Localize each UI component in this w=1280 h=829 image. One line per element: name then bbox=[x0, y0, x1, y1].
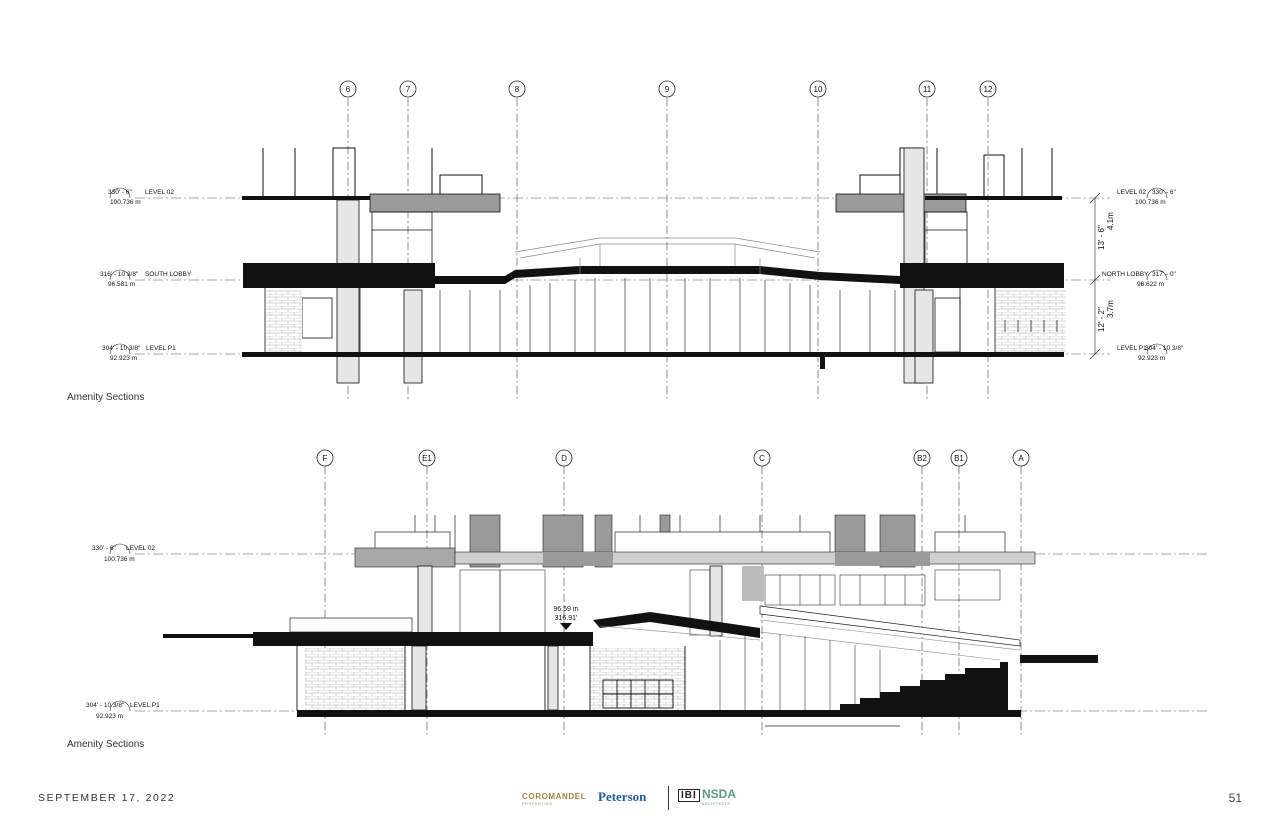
grid-label-E1: E1 bbox=[422, 454, 432, 463]
grid-bubble-8 bbox=[508, 80, 526, 98]
grid-bubble-B1 bbox=[950, 449, 968, 467]
grid-bubble-6 bbox=[339, 80, 357, 98]
grid-bubble-9 bbox=[658, 80, 676, 98]
grid-label-F: F bbox=[323, 454, 328, 463]
bottom-section: F E1 D C B2 B1 A bbox=[86, 449, 1210, 735]
top-l-p1-name: LEVEL P1 bbox=[146, 345, 176, 352]
grid-label-A: A bbox=[1018, 454, 1024, 463]
bottom-l-p1-elev: 304' - 10 3/8" bbox=[86, 702, 125, 709]
top-l-level02-name: LEVEL 02 bbox=[145, 189, 174, 196]
south-lobby-slab bbox=[243, 263, 435, 288]
grid-label-C: C bbox=[759, 454, 765, 463]
top-r-p1-name: LEVEL P1 bbox=[1117, 345, 1147, 352]
stair bbox=[840, 668, 1000, 711]
dim-upper-imperial: 13' - 6" bbox=[1097, 225, 1106, 250]
grid-label-10: 10 bbox=[814, 85, 823, 94]
top-dimension-string bbox=[1089, 192, 1101, 360]
peterson-logo: Peterson bbox=[598, 789, 647, 804]
grid-label-B2: B2 bbox=[917, 454, 927, 463]
top-r-lobby-metric: 96.622 m bbox=[1137, 281, 1164, 288]
top-l-level02-elev: 330' - 6" bbox=[108, 189, 132, 196]
dim-lower-metric: 3.7m bbox=[1106, 300, 1115, 318]
page-number: 51 bbox=[1228, 791, 1242, 805]
level-p1-slab-top bbox=[242, 352, 1064, 357]
footer-logos: COROMANDEL PROPERTIES Peterson IBI NSDA … bbox=[522, 786, 736, 810]
bottom-section-caption: Amenity Sections bbox=[67, 739, 145, 750]
logo-separator bbox=[668, 786, 669, 810]
bottom-l-p1-name: LEVEL P1 bbox=[130, 702, 160, 709]
footer-date: SEPTEMBER 17, 2022 bbox=[38, 792, 176, 804]
bottom-l-level02-name: LEVEL 02 bbox=[126, 545, 155, 552]
grid-bubble-C bbox=[753, 449, 771, 467]
grid-label-7: 7 bbox=[406, 85, 411, 94]
coromandel-logo-sub: PROPERTIES bbox=[522, 802, 553, 806]
grid-bubble-D bbox=[555, 449, 573, 467]
bottom-p1-slab bbox=[297, 710, 1021, 717]
top-l-lobby-elev: 316' - 10 3/8" bbox=[100, 271, 139, 278]
top-r-lobby-name: NORTH LOBBY bbox=[1102, 271, 1149, 278]
nsda-logo-sub: ARCHITECTS bbox=[702, 802, 731, 806]
top-l-p1-metric: 92.923 m bbox=[110, 355, 137, 362]
top-r-p1-elev: 304' - 10 3/8" bbox=[1145, 345, 1184, 352]
grid-label-11: 11 bbox=[923, 85, 932, 94]
top-r-lobby-elev: 317' - 0" bbox=[1152, 271, 1176, 278]
bottom-l-level02-metric: 100.736 m bbox=[104, 556, 135, 563]
north-lobby-slab bbox=[900, 263, 1064, 288]
top-l-lobby-metric: 96.581 m bbox=[108, 281, 135, 288]
ibi-logo: IBI bbox=[678, 789, 700, 802]
grid-label-B1: B1 bbox=[954, 454, 964, 463]
spot-elev-metric: 96.59 m bbox=[553, 606, 578, 613]
grid-label-6: 6 bbox=[346, 85, 351, 94]
coromandel-logo: COROMANDEL bbox=[522, 792, 587, 801]
top-section: 6 7 8 9 10 11 12 bbox=[100, 80, 1184, 402]
dim-lower-imperial: 12' - 2" bbox=[1097, 307, 1106, 332]
dim-upper-metric: 4.1m bbox=[1106, 212, 1115, 230]
grid-bubble-11 bbox=[918, 80, 936, 98]
grid-bubble-F bbox=[316, 449, 334, 467]
top-r-level02-name: LEVEL 02 bbox=[1117, 189, 1146, 196]
top-l-level02-metric: 100.736 m bbox=[110, 199, 141, 206]
grid-bubble-10 bbox=[809, 80, 827, 98]
bottom-roof-slab bbox=[253, 632, 593, 646]
grid-label-12: 12 bbox=[984, 85, 993, 94]
grid-bubble-12 bbox=[979, 80, 997, 98]
top-section-caption: Amenity Sections bbox=[67, 392, 145, 403]
grid-bubble-B2 bbox=[913, 449, 931, 467]
top-l-p1-elev: 304' - 10 3/8" bbox=[102, 345, 141, 352]
grid-bubble-A bbox=[1012, 449, 1030, 467]
nsda-logo: NSDA bbox=[702, 787, 737, 801]
spot-elev-imperial: 316.91' bbox=[555, 615, 578, 622]
top-r-level02-elev: 330' - 6" bbox=[1152, 189, 1176, 196]
grid-label-8: 8 bbox=[515, 85, 520, 94]
bottom-l-level02-elev: 330' - 6" bbox=[92, 545, 116, 552]
top-r-level02-metric: 100.736 m bbox=[1135, 199, 1166, 206]
bottom-l-p1-metric: 92.923 m bbox=[96, 713, 123, 720]
top-r-p1-metric: 92.923 m bbox=[1138, 355, 1165, 362]
grid-label-9: 9 bbox=[665, 85, 670, 94]
grid-bubble-7 bbox=[399, 80, 417, 98]
top-l-lobby-name: SOUTH LOBBY bbox=[145, 271, 192, 278]
grid-bubble-E1 bbox=[418, 449, 436, 467]
top-grid-lines bbox=[347, 98, 989, 402]
grid-label-D: D bbox=[561, 454, 567, 463]
